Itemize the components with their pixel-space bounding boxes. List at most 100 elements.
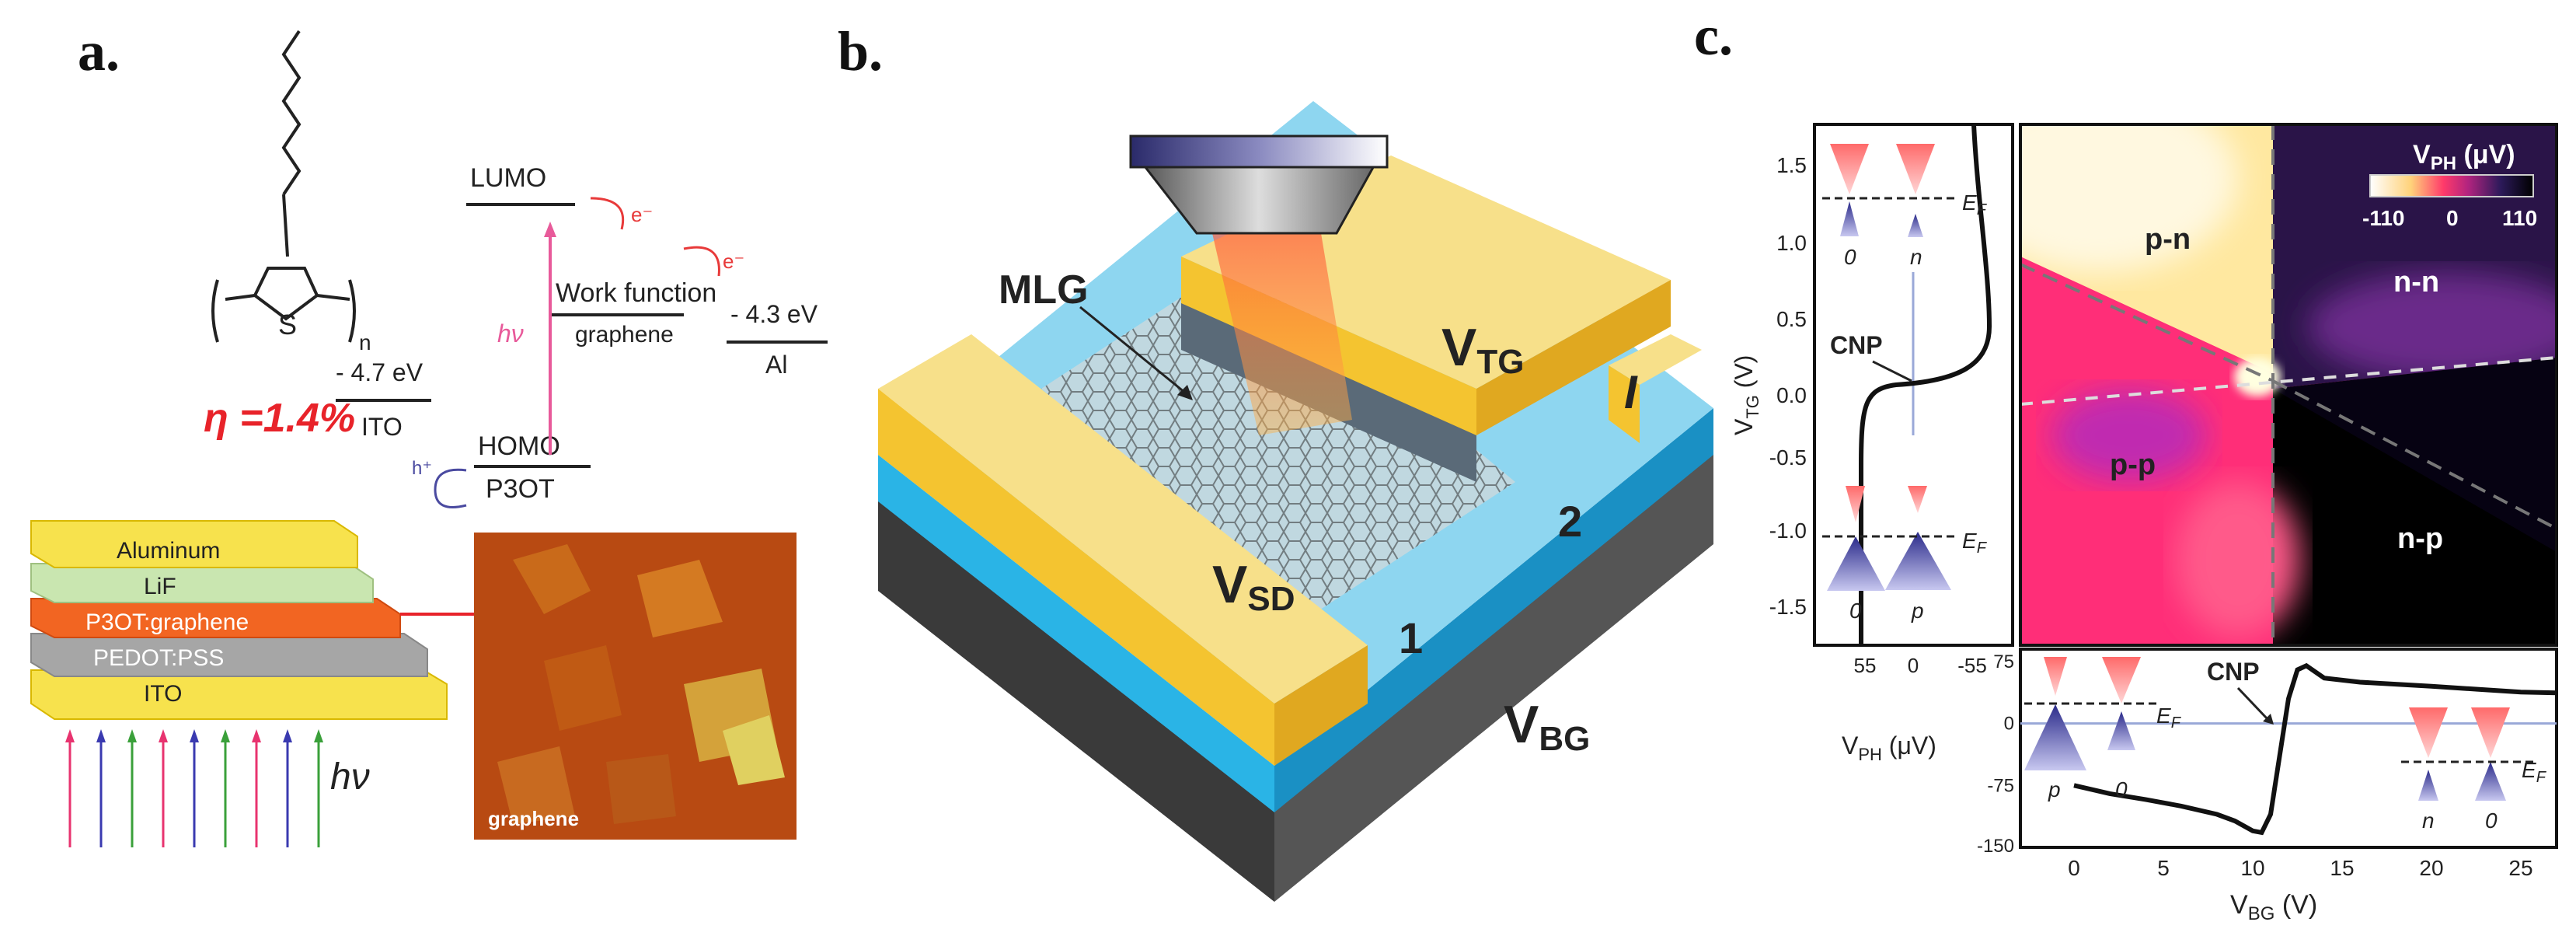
cone-bl-0: 0 bbox=[2115, 777, 2128, 802]
vbg-axis-label: VBG (V) bbox=[2230, 890, 2317, 924]
ito-value: - 4.7 eV bbox=[336, 358, 424, 386]
bottom-xtick: 20 bbox=[2419, 856, 2443, 880]
graphene-energy-label: graphene bbox=[575, 322, 674, 348]
electron-label-2: e⁻ bbox=[723, 250, 744, 273]
lamp-head bbox=[1129, 134, 1389, 169]
vsd-sub: SD bbox=[1247, 580, 1295, 618]
ito-energy-label: ITO bbox=[361, 413, 403, 441]
cone-mid-p: p bbox=[1911, 599, 1924, 623]
energy-diagram: LUMO HOMO P3OT hν Work function graphene… bbox=[336, 163, 828, 508]
efficiency-label: η =1.4% bbox=[204, 396, 355, 441]
layer-ito: ITO bbox=[144, 681, 182, 707]
bottom-vph-curve bbox=[2073, 662, 2557, 836]
ytick-0.5: 0.5 bbox=[1776, 307, 1807, 331]
oxide-right bbox=[1274, 408, 1713, 812]
cone-bl-p: p bbox=[2048, 777, 2061, 802]
i-electrode-top bbox=[1609, 334, 1702, 385]
colorbar-tick-min: -110 bbox=[2362, 206, 2405, 230]
vbg-sub: BG bbox=[1539, 720, 1590, 758]
cone-br-0: 0 bbox=[2485, 809, 2498, 833]
bottom-y-ticks: 750-75-150 bbox=[1977, 651, 2014, 857]
vbg-main: V bbox=[1504, 695, 1539, 754]
vtg-label: VTG bbox=[1441, 318, 1524, 381]
cone-top-n: n bbox=[1910, 245, 1922, 269]
laser-beam bbox=[1212, 233, 1352, 435]
region-pn: p-n bbox=[2145, 223, 2191, 256]
colorbar-title: VPH (μV) bbox=[2413, 140, 2515, 174]
cone-br-n: n bbox=[2422, 809, 2435, 833]
colorbar bbox=[2369, 174, 2534, 197]
device-stack: Aluminum LiF P3OT:graphene PEDOT:PSS ITO bbox=[30, 520, 474, 720]
ytick--1.0: -1.0 bbox=[1769, 519, 1807, 543]
layer-pedot: PEDOT:PSS bbox=[93, 645, 224, 671]
vtg-electrode-side bbox=[1476, 280, 1671, 435]
region-1-label: 1 bbox=[1399, 613, 1423, 662]
substrate-dark-right bbox=[1274, 451, 1713, 902]
mlg-label: MLG bbox=[999, 267, 1089, 313]
vsd-main: V bbox=[1212, 555, 1247, 614]
vsd-electrode-front bbox=[878, 389, 1274, 766]
panel-a-label: a. bbox=[78, 20, 120, 82]
layer-aluminum: Aluminum bbox=[117, 538, 220, 564]
bottom-plot-frame bbox=[2019, 648, 2558, 849]
left-vph-curve bbox=[1859, 124, 1992, 645]
p3ot-molecule bbox=[211, 30, 356, 343]
left-x-ticks: 55 0 -55 bbox=[1854, 654, 1987, 677]
panel-c: c. CNP EF 0 n EF 0 p bbox=[1694, 5, 2558, 924]
molecule-sulfur: S bbox=[278, 309, 297, 341]
bottom-xtick: 10 bbox=[2240, 856, 2264, 880]
work-function-label: Work function bbox=[556, 278, 716, 308]
ef-bottom-right: EF bbox=[2522, 758, 2547, 786]
layer-lif: LiF bbox=[144, 574, 176, 599]
homo-label: HOMO bbox=[478, 431, 560, 461]
light-arrows bbox=[65, 729, 323, 847]
bottom-ytick: -75 bbox=[1987, 775, 2014, 796]
cones-bottom-right: EF n 0 bbox=[2401, 707, 2547, 833]
i-electrode-front bbox=[1609, 365, 1640, 443]
vtg-sub: TG bbox=[1476, 343, 1524, 381]
ytick-0.0: 0.0 bbox=[1776, 383, 1807, 407]
cones-top-left: EF 0 n bbox=[1822, 144, 1988, 269]
bottom-xtick: 25 bbox=[2508, 856, 2532, 880]
bottom-xtick: 0 bbox=[2068, 856, 2080, 880]
vbg-label: VBG bbox=[1504, 695, 1590, 758]
left-tick--55: -55 bbox=[1957, 654, 1987, 677]
region-pp: p-p bbox=[2110, 449, 2156, 481]
colorbar-tick-max: 110 bbox=[2502, 206, 2537, 230]
layer-p3ot-graphene: P3OT:graphene bbox=[85, 609, 249, 635]
oxide-front bbox=[878, 455, 1274, 812]
al-energy-label: Al bbox=[765, 351, 787, 379]
left-vph-label: VPH (μV) bbox=[1842, 732, 1936, 764]
panel-b: b. MLG VTG I VSD 1 bbox=[838, 20, 1713, 902]
colorbar-tick-0: 0 bbox=[2446, 206, 2459, 230]
ytick-1.5: 1.5 bbox=[1776, 153, 1807, 177]
panel-b-label: b. bbox=[838, 20, 883, 82]
vsd-electrode-end bbox=[1274, 645, 1368, 766]
lumo-label: LUMO bbox=[470, 163, 546, 193]
graphene-lattice bbox=[1041, 257, 1515, 614]
light-hv-label: hν bbox=[330, 756, 370, 798]
ytick--0.5: -0.5 bbox=[1769, 445, 1807, 470]
ytick--1.5: -1.5 bbox=[1769, 595, 1807, 619]
bottom-xtick: 15 bbox=[2330, 856, 2354, 880]
hole-label: h⁺ bbox=[412, 458, 432, 479]
bottom-ytick: 0 bbox=[2004, 714, 2014, 735]
substrate-dark-front bbox=[878, 498, 1274, 902]
left-cnp-label: CNP bbox=[1830, 331, 1883, 359]
cones-mid-left: EF 0 p bbox=[1822, 486, 1988, 623]
left-tick-55: 55 bbox=[1854, 654, 1877, 677]
i-label: I bbox=[1624, 366, 1638, 418]
bottom-ytick: 75 bbox=[1993, 651, 2014, 672]
al-value: - 4.3 eV bbox=[730, 300, 818, 328]
ef-mid: EF bbox=[1962, 529, 1988, 557]
cone-mid-0: 0 bbox=[1849, 599, 1862, 623]
vtg-main: V bbox=[1441, 318, 1476, 377]
cones-bottom-left: EF p 0 bbox=[2024, 657, 2182, 802]
ytick-1.0: 1.0 bbox=[1776, 231, 1807, 255]
afm-image: graphene bbox=[474, 533, 797, 840]
vsd-label: VSD bbox=[1212, 555, 1295, 618]
bottom-xtick: 5 bbox=[2157, 856, 2170, 880]
vsd-electrode-top bbox=[878, 334, 1368, 704]
cone-top-0: 0 bbox=[1844, 245, 1856, 269]
